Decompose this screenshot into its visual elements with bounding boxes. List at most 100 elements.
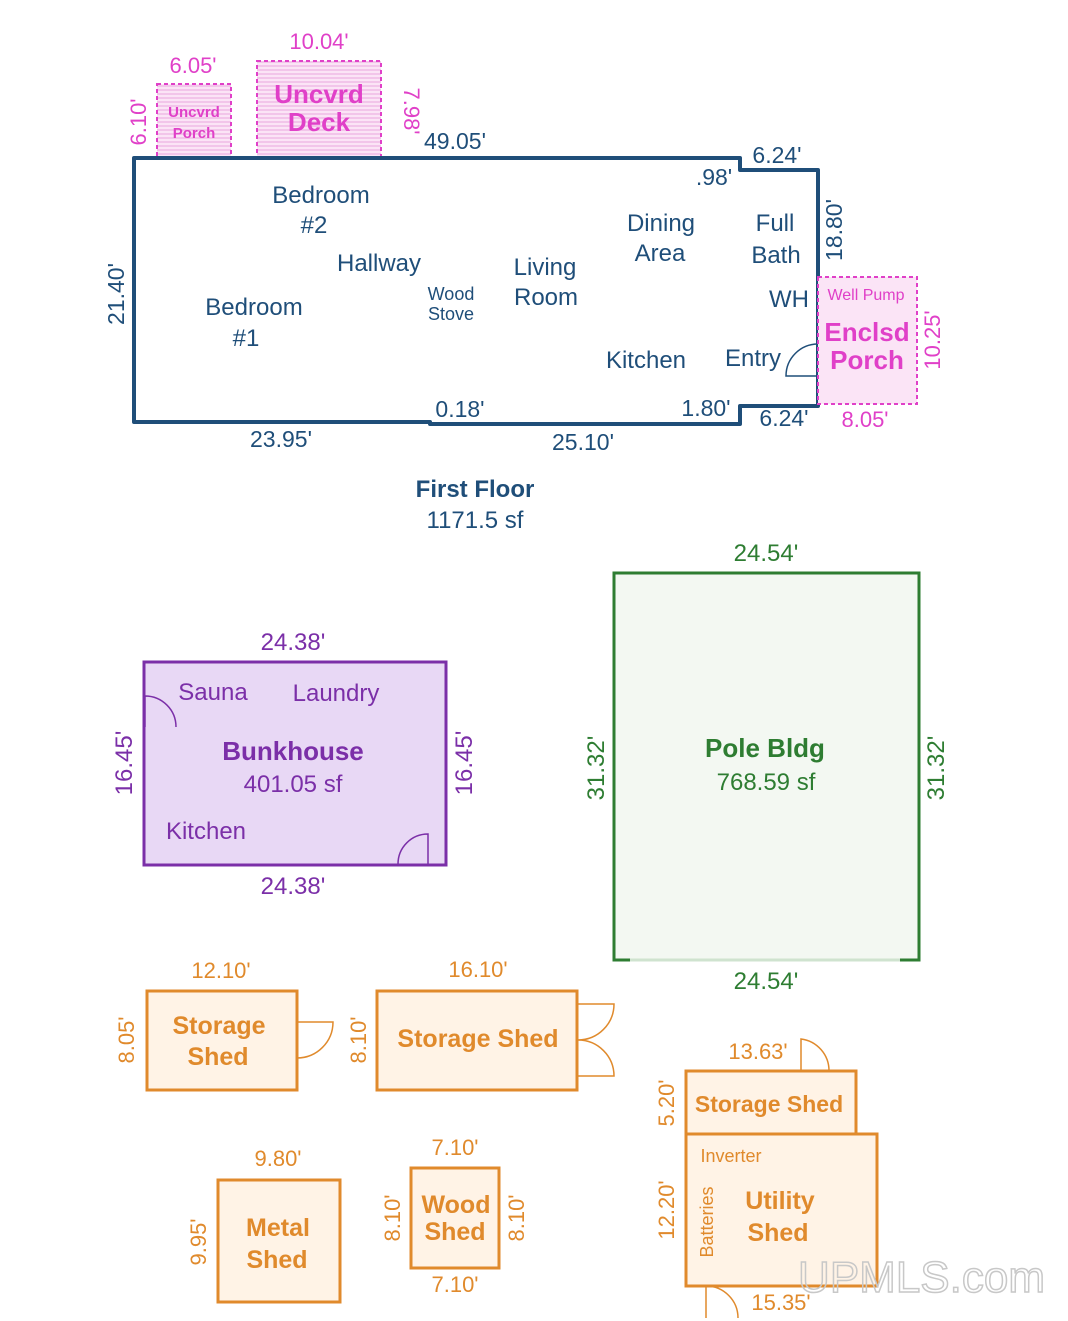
pole-building-title: Pole Bldg <box>705 733 825 763</box>
bunkhouse-door-swing-sauna <box>144 695 177 728</box>
room-bedroom-2: Bedroom <box>272 182 369 209</box>
dim-top: 49.05' <box>424 128 486 154</box>
first-floor-title: First Floor <box>416 476 535 503</box>
house-outline <box>132 156 820 426</box>
uncovered-porch-outline <box>156 83 232 159</box>
bunkhouse-title: Bunkhouse <box>222 736 364 766</box>
bunkhouse-door-swing-kitchen <box>397 833 429 865</box>
utility-shed-label-2: Shed <box>747 1219 808 1247</box>
utility-shed-door <box>705 1285 739 1319</box>
storage-shed-2-label: Storage Shed <box>397 1025 558 1053</box>
storage-shed-3-label: Storage Shed <box>695 1091 843 1117</box>
first-floor-area: 1171.5 sf <box>427 507 524 534</box>
wood-shed-dim-left: 8.10' <box>380 1194 405 1241</box>
bunkhouse-outline <box>142 660 448 867</box>
enclosed-porch-depth: 10.25' <box>920 310 945 369</box>
dim-jog-bottom-right: 1.80' <box>681 395 730 421</box>
wood-shed-outline <box>409 1166 501 1270</box>
utility-shed-inverter: Inverter <box>700 1146 761 1166</box>
uncovered-porch-label: Uncvrd <box>168 104 220 121</box>
storage-shed-1-label: Storage <box>172 1012 265 1040</box>
room-entry: Entry <box>725 345 781 372</box>
storage-shed-1-depth: 8.05' <box>114 1016 139 1063</box>
pole-building-dim-left: 31.32' <box>583 736 610 801</box>
storage-shed-2-doors <box>577 1003 615 1077</box>
room-living-2: Room <box>514 284 578 311</box>
room-bedroom-1: Bedroom <box>205 294 302 321</box>
uncovered-porch-width: 6.05' <box>169 53 216 78</box>
dim-jog-bottom: 0.18' <box>435 396 484 422</box>
entry-door-swing <box>785 343 819 377</box>
uncovered-deck-label: Uncvrd <box>274 79 364 109</box>
bunkhouse-dim-top: 24.38' <box>261 629 326 656</box>
bunkhouse: Sauna Laundry Kitchen Bunkhouse 401.05 s… <box>111 629 478 900</box>
room-bedroom-1-number: #1 <box>233 325 260 352</box>
dim-bottom-left: 23.95' <box>250 426 312 452</box>
uncovered-deck-outline <box>256 60 382 159</box>
storage-shed-1-width: 12.10' <box>191 958 250 983</box>
dim-bottom-right-short: 6.24' <box>759 405 808 431</box>
enclosed-porch-width: 8.05' <box>841 407 888 432</box>
dim-left: 21.40' <box>103 263 129 325</box>
storage-shed-1-label-2: Shed <box>187 1043 248 1071</box>
uncovered-deck-depth: 7.98' <box>399 87 424 134</box>
enclosed-porch-label-2: Porch <box>830 345 904 375</box>
wood-stove-label: Wood <box>428 284 475 304</box>
metal-shed-label-2: Shed <box>246 1246 307 1274</box>
storage-shed-1-door <box>296 1021 334 1059</box>
pole-building-outline <box>612 571 921 962</box>
storage-shed-2-depth: 8.10' <box>346 1016 371 1063</box>
room-bedroom-2-number: #2 <box>301 212 328 239</box>
uncovered-porch-label-2: Porch <box>173 125 216 142</box>
bunkhouse-dim-bottom: 24.38' <box>261 873 326 900</box>
dim-bottom-right: 25.10' <box>552 429 614 455</box>
storage-shed-3-width: 13.63' <box>728 1039 787 1064</box>
utility-shed-batteries: Batteries <box>697 1186 717 1257</box>
room-hallway: Hallway <box>337 250 421 277</box>
dim-top-right: 6.24' <box>752 142 801 168</box>
bunkhouse-area: 401.05 sf <box>244 771 343 798</box>
utility-shed-width: 15.35' <box>751 1290 810 1315</box>
room-bunk-kitchen: Kitchen <box>166 818 246 845</box>
storage-shed-1-outline <box>145 989 299 1092</box>
pole-building: Pole Bldg 768.59 sf 24.54' 24.54' 31.32'… <box>583 540 950 995</box>
pole-building-dim-bottom: 24.54' <box>734 968 799 995</box>
uncovered-deck-label-2: Deck <box>288 107 351 137</box>
metal-shed-outline <box>216 1178 342 1304</box>
storage-shed-2-width: 16.10' <box>448 957 507 982</box>
room-kitchen: Kitchen <box>606 347 686 374</box>
dim-right: 18.80' <box>821 199 847 261</box>
bunkhouse-dim-right: 16.45' <box>451 731 478 796</box>
pole-building-area: 768.59 sf <box>717 769 816 796</box>
dim-jog-top-right: .98' <box>696 164 732 190</box>
well-pump-label: Well Pump <box>827 287 904 304</box>
storage-shed-3-door <box>800 1038 830 1072</box>
storage-shed-2-outline <box>375 989 579 1092</box>
bunkhouse-dim-left: 16.45' <box>111 731 138 796</box>
room-laundry: Laundry <box>293 680 380 707</box>
enclosed-porch-outline <box>817 276 918 405</box>
metal-shed-depth: 9.95' <box>186 1218 211 1265</box>
wood-shed-dim-bottom: 7.10' <box>431 1272 478 1297</box>
wood-shed-dim-top: 7.10' <box>431 1135 478 1160</box>
room-living: Living <box>514 254 577 281</box>
metal-shed-label: Metal <box>246 1214 310 1242</box>
room-sauna: Sauna <box>178 679 248 706</box>
wood-stove-label-2: Stove <box>428 304 474 324</box>
utility-shed-outline <box>684 1132 879 1288</box>
utility-shed-depth: 12.20' <box>654 1180 679 1239</box>
pole-building-dim-top: 24.54' <box>734 540 799 567</box>
room-bath: Full <box>756 210 795 237</box>
pole-building-dim-right: 31.32' <box>923 736 950 801</box>
wood-shed-label: Wood <box>422 1191 491 1219</box>
wood-shed-label-2: Shed <box>424 1218 485 1246</box>
wood-shed-dim-right: 8.10' <box>504 1194 529 1241</box>
room-dining-2: Area <box>635 240 686 267</box>
room-wh: WH <box>769 286 809 313</box>
storage-shed-3-depth: 5.20' <box>654 1079 679 1126</box>
room-dining: Dining <box>627 210 695 237</box>
uncovered-deck-width: 10.04' <box>289 29 348 54</box>
room-bath-2: Bath <box>751 242 800 269</box>
uncovered-porch-depth: 6.10' <box>126 98 151 145</box>
